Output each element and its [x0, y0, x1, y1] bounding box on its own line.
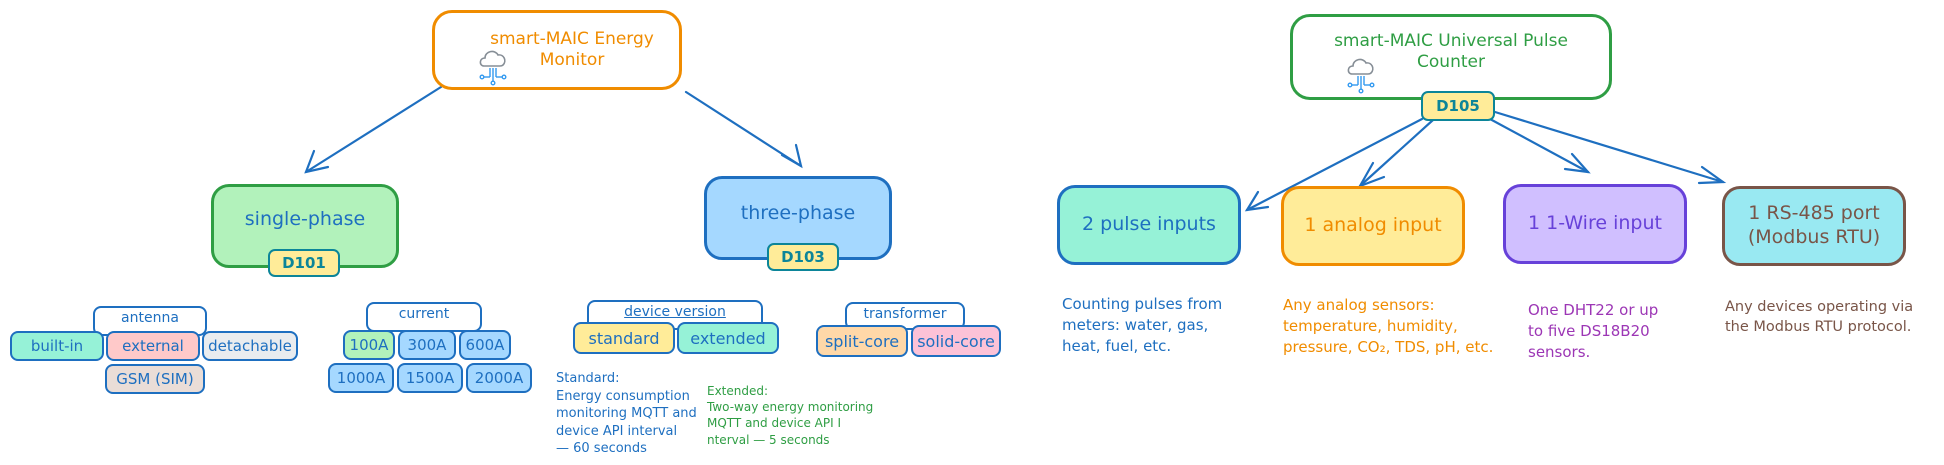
arrow-to-onewire-input — [1488, 117, 1591, 174]
current-option-1000a[interactable]: 1000A — [328, 363, 394, 393]
energy-monitor-node[interactable]: smart-MAIC Energy Monitor — [432, 10, 682, 90]
antenna-option-detachable[interactable]: detachable — [202, 331, 298, 361]
rs485-port-label: 1 RS-485 port (Modbus RTU) — [1747, 202, 1881, 248]
device-version-option-standard[interactable]: standard — [573, 322, 675, 354]
standard-version-note: Standard: Energy consumption monitoring … — [556, 371, 697, 457]
single-phase-label: single-phase — [244, 208, 366, 231]
arrow-to-pulse-inputs — [1244, 117, 1424, 212]
current-option-600a[interactable]: 600A — [459, 330, 511, 360]
pulse-counter-node[interactable]: smart-MAIC Universal Pulse Counter — [1290, 14, 1612, 100]
rs485-port-note: Any devices operating via the Modbus RTU… — [1725, 299, 1914, 336]
arrow-to-single-phase — [304, 85, 443, 174]
current-option-2000a[interactable]: 2000A — [466, 363, 532, 393]
cloud-network-icon — [1347, 58, 1375, 94]
onewire-input-label: 1 1-Wire input — [1528, 212, 1662, 235]
antenna-option-external[interactable]: external — [106, 331, 200, 361]
transformer-option-solid-core[interactable]: solid-core — [911, 325, 1001, 357]
pulse-inputs-note: Counting pulses from meters: water, gas,… — [1062, 295, 1223, 355]
analog-input-label: 1 analog input — [1304, 214, 1442, 237]
device-version-option-extended[interactable]: extended — [677, 322, 779, 354]
energy-monitor-title: smart-MAIC Energy Monitor — [490, 28, 654, 70]
cloud-network-icon — [479, 50, 507, 86]
rs485-port-node[interactable]: 1 RS-485 port (Modbus RTU) — [1722, 186, 1906, 266]
current-option-100a[interactable]: 100A — [343, 330, 395, 360]
pulse-inputs-node[interactable]: 2 pulse inputs — [1057, 185, 1241, 265]
model-badge-d101: D101 — [268, 249, 340, 277]
analog-input-note: Any analog sensors: temperature, humidit… — [1283, 296, 1494, 356]
model-badge-d103: D103 — [767, 243, 839, 271]
extended-version-note: Extended: Two-way energy monitoring MQTT… — [707, 384, 874, 447]
transformer-option-split-core[interactable]: split-core — [816, 325, 908, 357]
single-phase-node[interactable]: single-phase — [211, 184, 399, 268]
analog-input-node[interactable]: 1 analog input — [1281, 186, 1465, 266]
pulse-inputs-label: 2 pulse inputs — [1082, 213, 1216, 236]
onewire-input-node[interactable]: 1 1-Wire input — [1503, 184, 1687, 264]
current-group-label: current — [366, 302, 482, 332]
three-phase-label: three-phase — [740, 202, 856, 225]
model-badge-d105: D105 — [1421, 91, 1495, 121]
onewire-input-note: One DHT22 or up to five DS18B20 sensors. — [1528, 301, 1659, 361]
antenna-option-gsm-sim[interactable]: GSM (SIM) — [105, 364, 205, 394]
arrow-to-three-phase — [684, 90, 803, 169]
current-option-1500a[interactable]: 1500A — [397, 363, 463, 393]
arrow-to-analog-input — [1357, 118, 1435, 189]
current-option-300a[interactable]: 300A — [398, 330, 456, 360]
pulse-counter-title: smart-MAIC Universal Pulse Counter — [1334, 30, 1568, 72]
arrow-to-rs485-port — [1493, 110, 1727, 185]
antenna-option-built-in[interactable]: built-in — [10, 331, 104, 361]
